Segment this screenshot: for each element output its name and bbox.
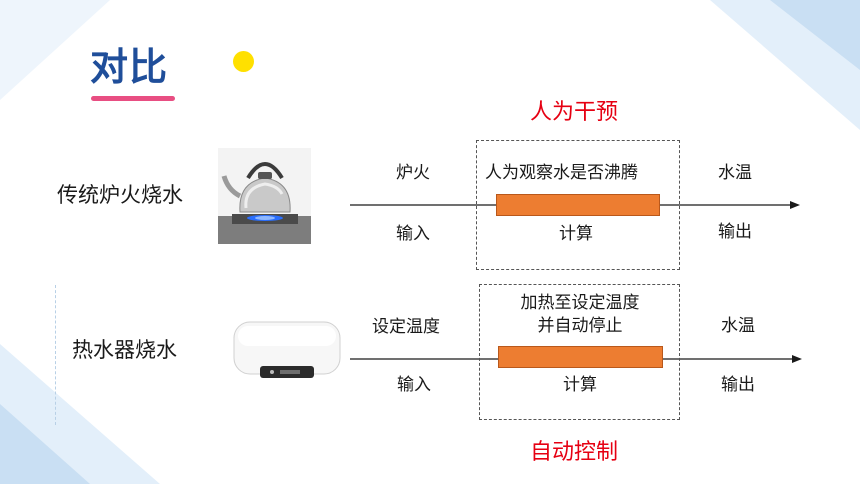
manual-intervention-label: 人为干预: [530, 100, 619, 125]
title-underline: [91, 96, 175, 101]
row1-process-caption: 计算: [559, 224, 593, 244]
automatic-control-label: 自动控制: [530, 440, 619, 465]
row-label-traditional: 传统炉火烧水: [57, 183, 183, 207]
row1-input-caption: 输入: [396, 224, 430, 244]
row2-input-caption: 输入: [397, 375, 431, 395]
kettle-on-gas-stove-icon: [218, 148, 311, 244]
row2-process-bar: [498, 346, 663, 368]
row2-input-label: 设定温度: [372, 317, 440, 337]
row1-process-bar: [496, 194, 660, 216]
row2-output-label: 水温: [721, 316, 755, 336]
page-title: 对比: [90, 45, 169, 89]
corner-decoration-top-right: [710, 0, 860, 130]
corner-decoration-top-left: [0, 0, 110, 100]
row2-process-label: 加热至设定温度 并自动停止: [480, 292, 680, 338]
row1-output-caption: 输出: [718, 222, 752, 242]
row2-process-label-line2: 并自动停止: [537, 315, 623, 336]
row-label-water-heater: 热水器烧水: [72, 338, 177, 362]
row2-process-box: [479, 284, 680, 420]
yellow-dot-decoration: [233, 51, 254, 72]
row1-process-label: 人为观察水是否沸腾: [485, 163, 638, 183]
section-divider: [55, 285, 56, 425]
row1-input-label: 炉火: [396, 163, 430, 183]
corner-decoration-bottom-left: [0, 344, 160, 484]
row2-process-caption: 计算: [563, 375, 597, 395]
electric-water-heater-icon: [233, 321, 341, 378]
row1-output-label: 水温: [718, 163, 752, 183]
row2-process-label-line1: 加热至设定温度: [520, 293, 640, 313]
row2-output-caption: 输出: [721, 375, 755, 395]
